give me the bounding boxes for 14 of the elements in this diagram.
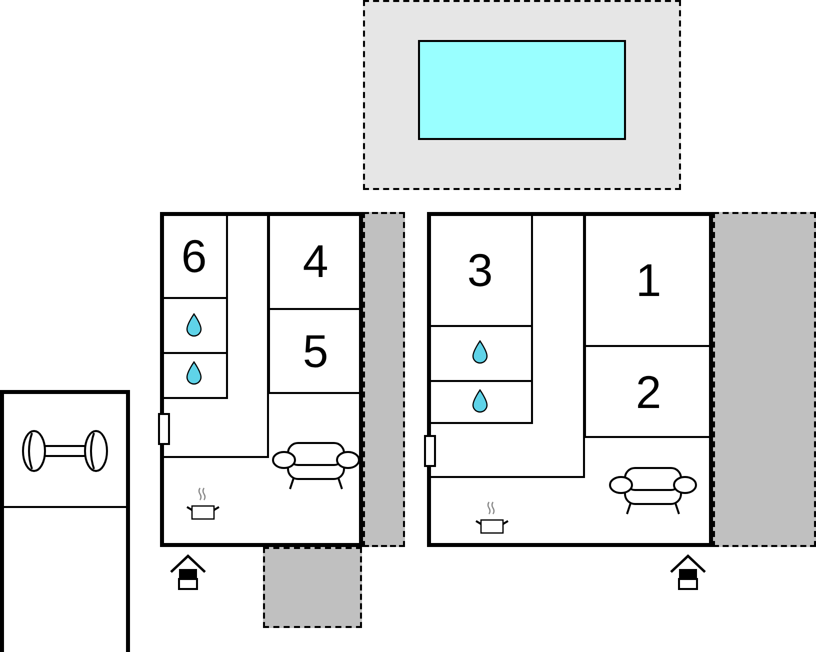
terrace-area [363, 212, 405, 547]
room-number: 1 [636, 256, 662, 302]
room-number: 2 [636, 368, 662, 414]
room-number: 6 [181, 232, 207, 278]
room-number: 3 [467, 246, 493, 292]
room-number: 4 [302, 238, 328, 284]
pool-terrace [363, 0, 681, 190]
garage-outline [0, 390, 130, 652]
room-number: 5 [302, 328, 328, 374]
terrace-area [713, 212, 816, 547]
swimming-pool [418, 40, 626, 140]
house-outline [427, 212, 713, 547]
house-outline [160, 212, 363, 547]
terrace-area [263, 547, 362, 628]
